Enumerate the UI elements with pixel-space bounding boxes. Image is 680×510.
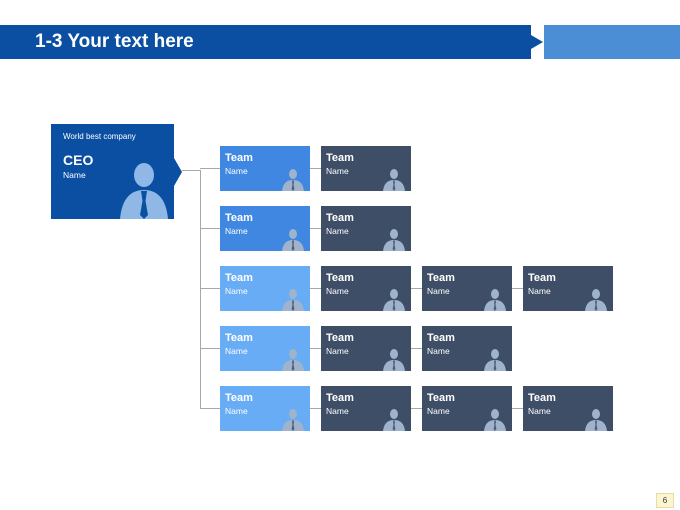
- person-icon: [282, 289, 304, 311]
- connector-box: [411, 408, 422, 409]
- ceo-name: Name: [63, 170, 86, 180]
- person-icon: [585, 409, 607, 431]
- team-name: Name: [528, 406, 551, 416]
- connector-trunk: [200, 170, 201, 408]
- person-icon: [484, 349, 506, 371]
- connector-box: [411, 288, 422, 289]
- team-label: Team: [326, 272, 354, 284]
- connector-box: [411, 348, 422, 349]
- team-label: Team: [427, 392, 455, 404]
- connector-row: [200, 408, 220, 409]
- team-name: Name: [427, 406, 450, 416]
- team-label: Team: [225, 332, 253, 344]
- team-name: Name: [326, 166, 349, 176]
- person-icon: [383, 169, 405, 191]
- header-accent-bar: [544, 25, 680, 59]
- team-label: Team: [225, 392, 253, 404]
- team-label: Team: [528, 392, 556, 404]
- person-icon: [282, 349, 304, 371]
- person-icon: [484, 409, 506, 431]
- connector-row: [200, 288, 220, 289]
- person-icon: [282, 229, 304, 251]
- team-name: Name: [225, 286, 248, 296]
- team-label: Team: [225, 152, 253, 164]
- ceo-pointer: [174, 158, 182, 186]
- ceo-person-icon: [120, 163, 168, 219]
- person-icon: [585, 289, 607, 311]
- team-name: Name: [225, 166, 248, 176]
- team-label: Team: [427, 332, 455, 344]
- team-name: Name: [225, 346, 248, 356]
- team-name: Name: [427, 346, 450, 356]
- team-name: Name: [427, 286, 450, 296]
- connector-row: [200, 168, 220, 169]
- person-icon: [282, 409, 304, 431]
- team-name: Name: [326, 406, 349, 416]
- person-icon: [484, 289, 506, 311]
- connector-box: [310, 348, 321, 349]
- connector-box: [512, 288, 523, 289]
- team-name: Name: [528, 286, 551, 296]
- company-label: World best company: [63, 132, 136, 141]
- connector-row: [200, 348, 220, 349]
- team-name: Name: [225, 226, 248, 236]
- team-label: Team: [427, 272, 455, 284]
- header-arrow: [531, 35, 543, 49]
- person-icon: [383, 289, 405, 311]
- team-label: Team: [528, 272, 556, 284]
- ceo-card: World best company CEO Name: [51, 124, 174, 219]
- person-icon: [282, 169, 304, 191]
- team-label: Team: [326, 152, 354, 164]
- header-banner: [0, 25, 531, 59]
- person-icon: [383, 409, 405, 431]
- connector-box: [310, 408, 321, 409]
- team-label: Team: [326, 332, 354, 344]
- connector-box: [310, 228, 321, 229]
- person-icon: [383, 349, 405, 371]
- team-label: Team: [225, 272, 253, 284]
- team-label: Team: [326, 212, 354, 224]
- ceo-title: CEO: [63, 152, 94, 168]
- connector-box: [310, 168, 321, 169]
- slide-title: 1-3 Your text here: [35, 31, 194, 52]
- team-name: Name: [326, 286, 349, 296]
- team-label: Team: [326, 392, 354, 404]
- connector-row: [200, 228, 220, 229]
- team-name: Name: [326, 226, 349, 236]
- team-name: Name: [225, 406, 248, 416]
- person-icon: [383, 229, 405, 251]
- connector-box: [310, 288, 321, 289]
- team-label: Team: [225, 212, 253, 224]
- connector-box: [512, 408, 523, 409]
- page-number: 6: [656, 493, 674, 508]
- connector-ceo: [182, 170, 200, 171]
- team-name: Name: [326, 346, 349, 356]
